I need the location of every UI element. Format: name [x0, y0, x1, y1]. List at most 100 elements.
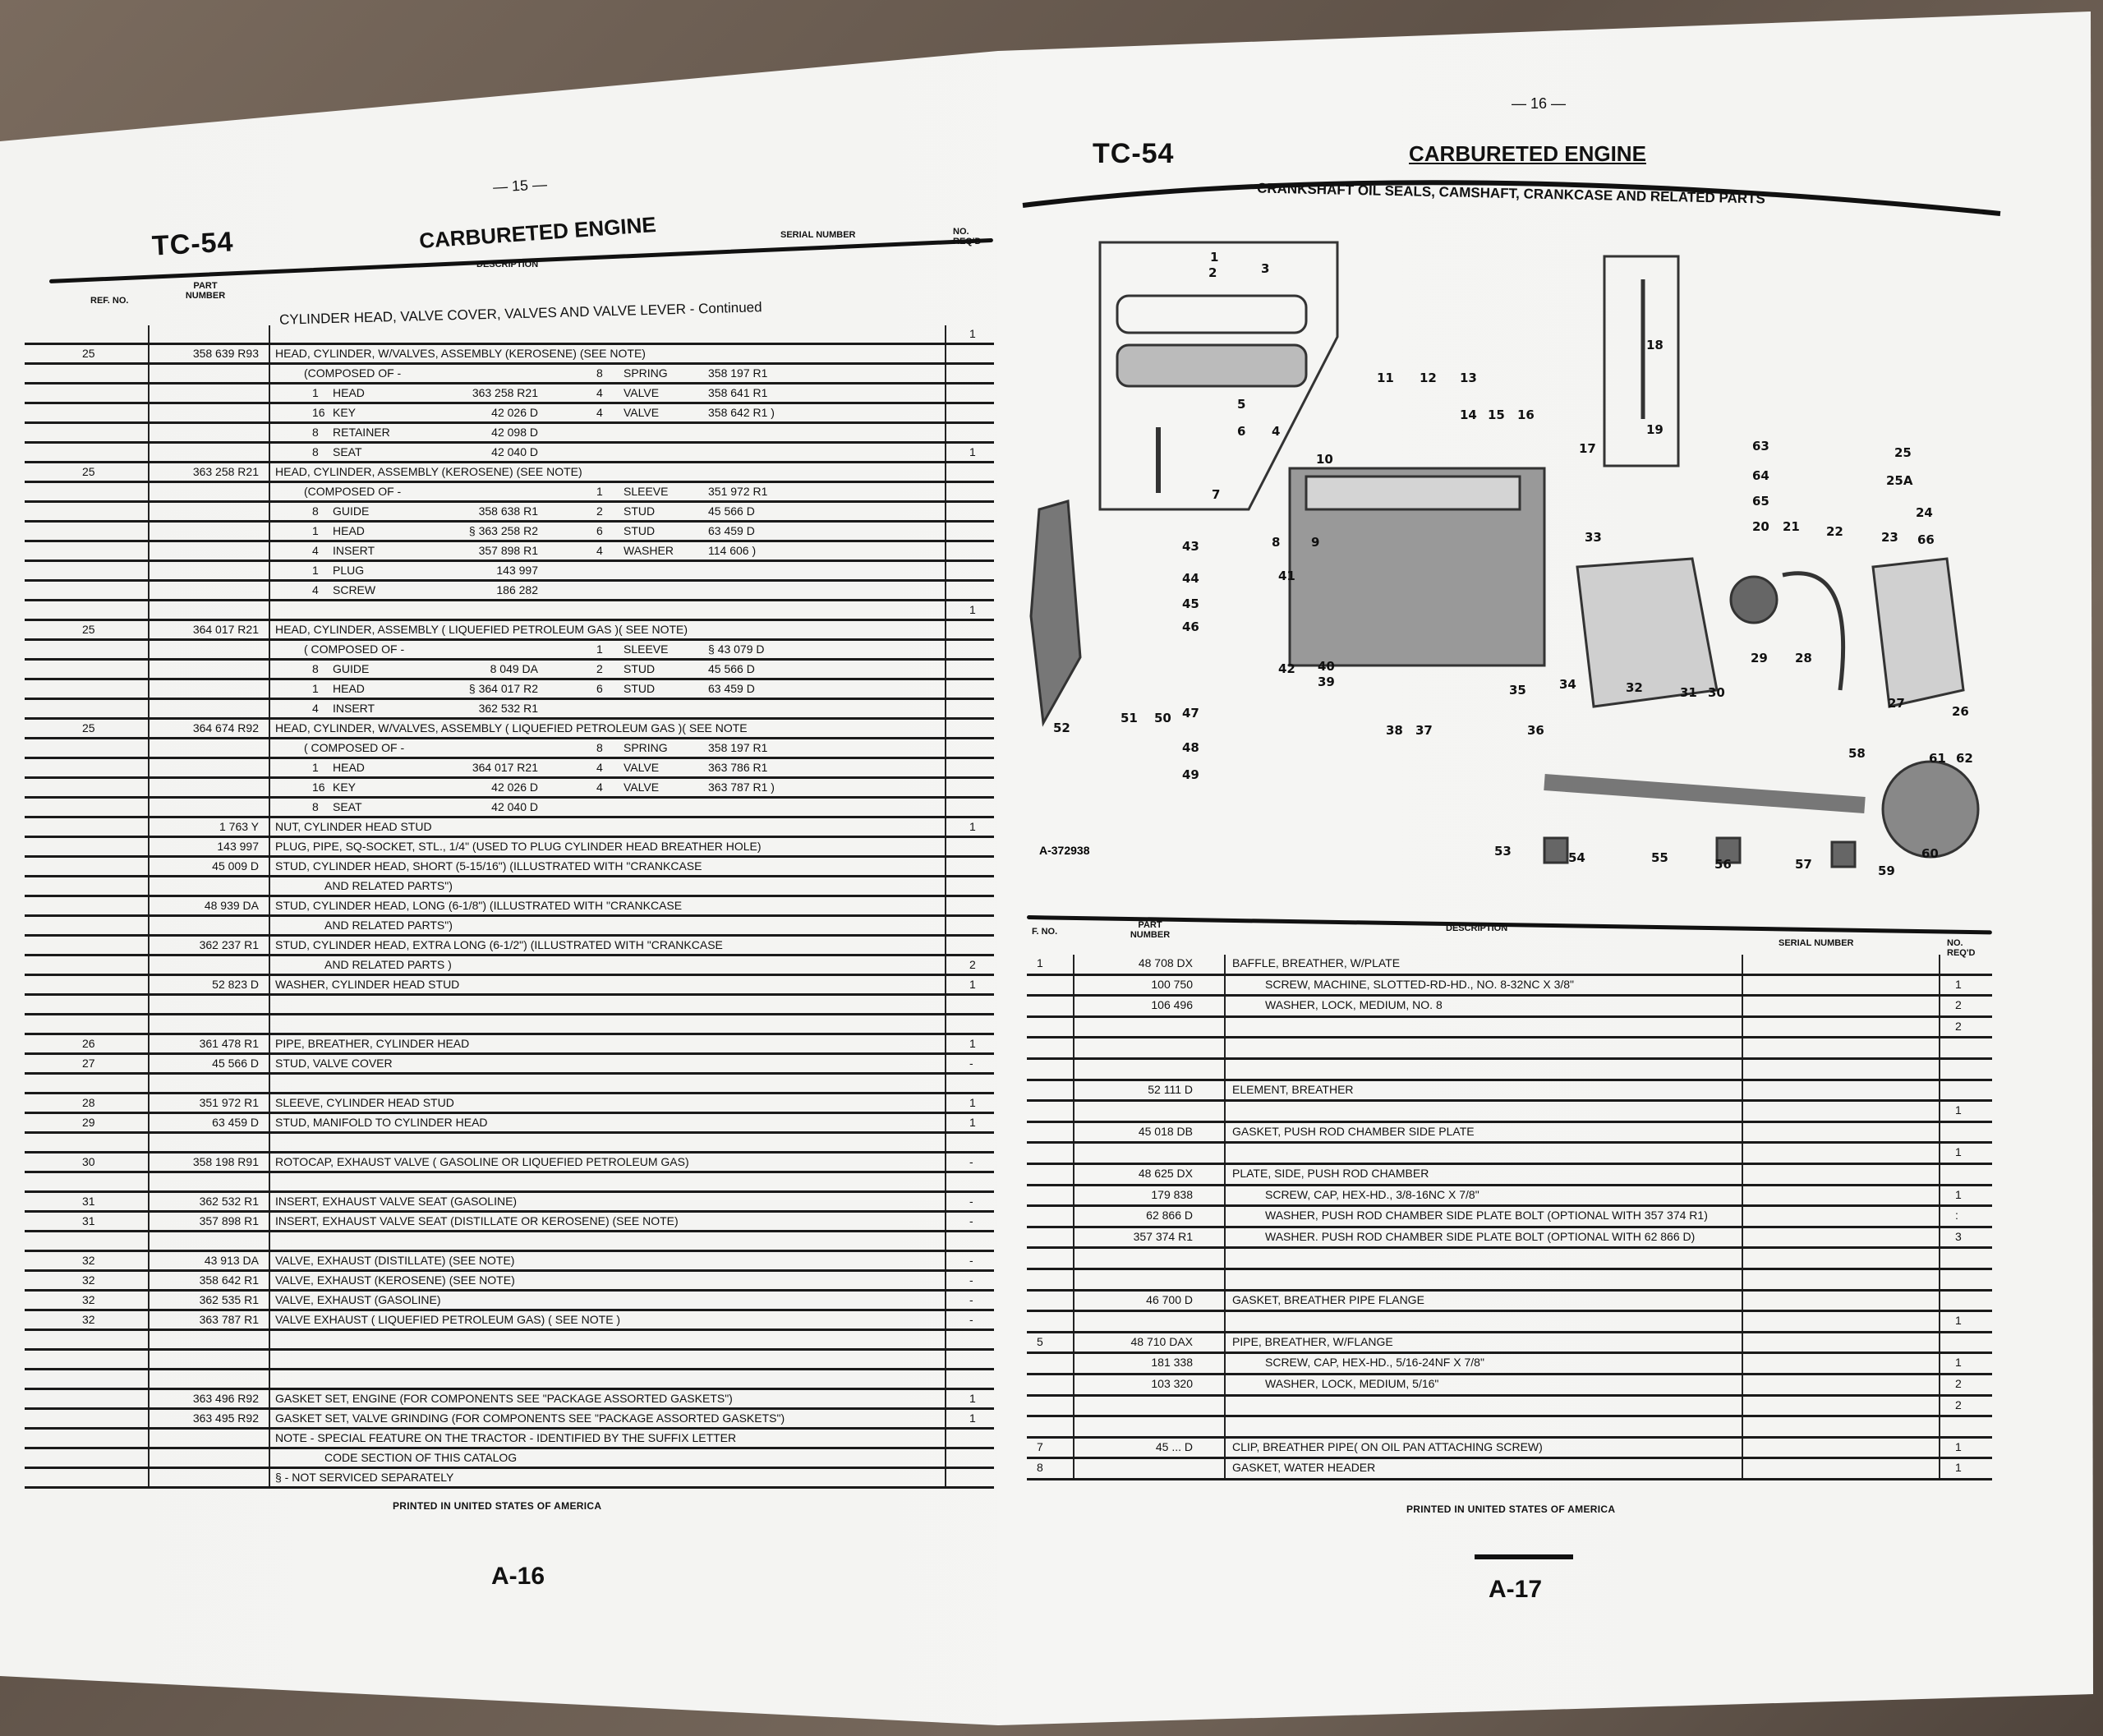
part-number: 63 459 D	[212, 1116, 259, 1129]
sub-part: 45 566 D	[708, 662, 755, 675]
sub-qty: 8	[312, 426, 319, 439]
table-row: 1	[25, 325, 994, 345]
callout-label: 62	[1956, 751, 1973, 766]
sub-qty: 8	[596, 366, 603, 380]
sub-part: 363 787 R1 )	[708, 781, 775, 794]
sub-part: 45 566 D	[708, 504, 755, 518]
ref-no: 25	[82, 623, 95, 636]
part-number: 52 111 D	[1148, 1082, 1193, 1096]
part-number: 351 972 R1	[199, 1096, 259, 1109]
callout-label: 41	[1278, 569, 1295, 583]
printed-in-usa: PRINTED IN UNITED STATES OF AMERICA	[1406, 1503, 1616, 1515]
sub-name: STUD	[624, 524, 656, 537]
rear-plate	[1029, 500, 1082, 727]
sub-part: § 364 017 R2	[468, 682, 538, 695]
callout-label: 46	[1182, 619, 1199, 634]
qty-required: -	[969, 1273, 973, 1287]
table-row: AND RELATED PARTS )2	[25, 956, 994, 976]
sub-name: PLUG	[333, 564, 365, 577]
qty-required: 1	[1955, 1187, 1962, 1201]
callout-label: 14	[1460, 408, 1477, 422]
header-serial-number: SERIAL NUMBER	[1779, 938, 1854, 948]
part-number: 45 018 DB	[1138, 1124, 1193, 1138]
model-label: TC-54	[1093, 138, 1175, 169]
description: NUT, CYLINDER HEAD STUD	[275, 820, 432, 833]
bearing	[1715, 836, 1742, 864]
part-number: 48 708 DX	[1138, 956, 1193, 969]
section-title: CYLINDER HEAD, VALVE COVER, VALVES AND V…	[278, 299, 762, 328]
sub-name: SCREW	[333, 583, 376, 596]
exploded-parts-diagram: A-372938	[1029, 241, 1980, 868]
part-number: 43 913 DA	[204, 1254, 259, 1267]
description: HEAD, CYLINDER, ASSEMBLY (KEROSENE) (SEE…	[275, 465, 582, 478]
page-number: — 16 —	[1512, 95, 1567, 112]
ref-no: 1	[1037, 956, 1043, 969]
part-number: 103 320	[1151, 1377, 1193, 1390]
qty-required: 1	[969, 1392, 976, 1405]
callout-label: 27	[1888, 696, 1905, 711]
description: VALVE, EXHAUST (DISTILLATE) (SEE NOTE)	[275, 1254, 515, 1267]
callout-label: 66	[1917, 532, 1935, 547]
callout-label: 5	[1237, 397, 1246, 412]
qty-required: -	[969, 1214, 973, 1227]
callout-label: 54	[1568, 850, 1585, 865]
ref-no: 25	[82, 347, 95, 360]
callout-label: 50	[1154, 711, 1171, 725]
callout-label: 47	[1182, 706, 1199, 721]
table-row	[1027, 1417, 1992, 1439]
sub-part: 42 040 D	[491, 445, 538, 458]
table-row: 1	[1027, 1102, 1992, 1123]
table-row: CODE SECTION OF THIS CATALOG	[25, 1449, 994, 1469]
description: GASKET, WATER HEADER	[1232, 1461, 1376, 1475]
description: STUD, MANIFOLD TO CYLINDER HEAD	[275, 1116, 488, 1129]
description: SCREW, CAP, HEX-HD., 3/8-16NC x 7/8"	[1265, 1187, 1479, 1201]
sub-qty: 1	[312, 564, 319, 577]
page-label: A-16	[491, 1563, 545, 1590]
table-row	[25, 1173, 994, 1193]
callout-label: 34	[1559, 677, 1576, 692]
sub-name: STUD	[624, 682, 656, 695]
bearing	[1543, 836, 1569, 864]
callout-label: 51	[1121, 711, 1138, 725]
qty-required: 1	[969, 1116, 976, 1129]
sub-part: § 43 079 D	[708, 642, 765, 656]
description: AND RELATED PARTS")	[324, 919, 453, 932]
sub-qty: 1	[312, 524, 319, 537]
description: AND RELATED PARTS")	[324, 879, 453, 892]
callout-label: 56	[1714, 857, 1732, 872]
column-divider	[1742, 955, 1743, 1480]
description: HEAD, CYLINDER, W/VALVES, ASSEMBLY ( LIQ…	[275, 721, 748, 734]
column-divider	[1073, 955, 1075, 1480]
qty-required: 1	[1955, 1356, 1962, 1370]
table-row	[1027, 1270, 1992, 1292]
callout-label: 61	[1929, 751, 1946, 766]
callout-label: 23	[1881, 530, 1898, 545]
sub-name: INSERT	[333, 702, 375, 715]
qty-required: -	[969, 1313, 973, 1326]
table-row	[25, 1232, 994, 1252]
description: GASKET SET, VALVE GRINDING (FOR COMPONEN…	[275, 1411, 785, 1425]
sub-qty: 1	[312, 386, 319, 399]
description: VALVE EXHAUST ( LIQUEFIED PETROLEUM GAS)…	[275, 1313, 621, 1326]
ref-no: 25	[82, 465, 95, 478]
